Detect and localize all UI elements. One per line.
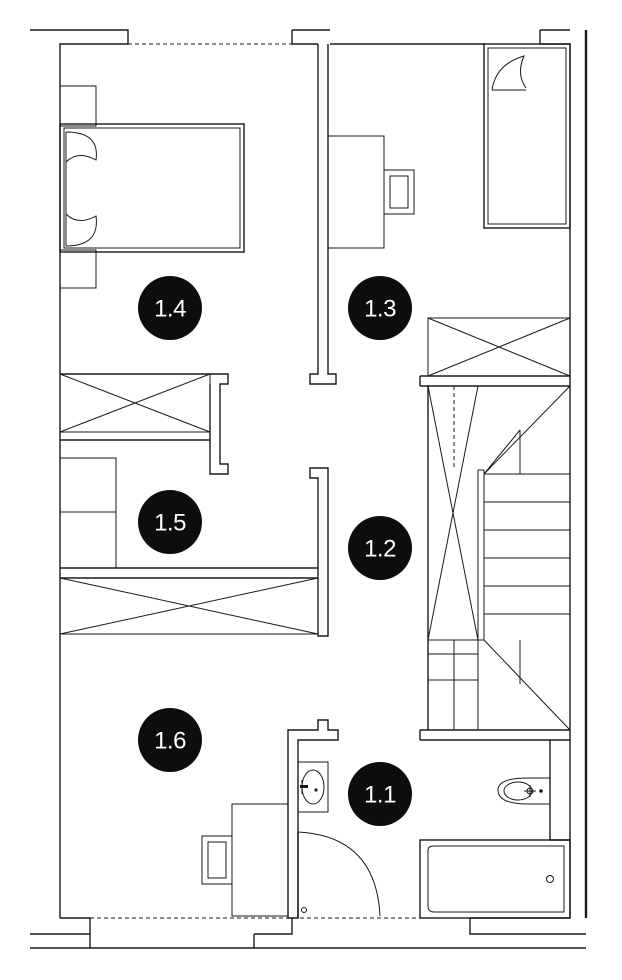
room-label: 1.2 bbox=[364, 536, 396, 563]
room-badge-1-2: 1.2 bbox=[348, 516, 412, 580]
toilet bbox=[497, 777, 551, 805]
wardrobe-1-3 bbox=[427, 317, 571, 377]
room-badge-1-4: 1.4 bbox=[138, 276, 202, 340]
bed-1-4 bbox=[59, 85, 245, 289]
shelves-1-5 bbox=[59, 457, 117, 569]
interior-walls bbox=[60, 44, 570, 919]
bathtub bbox=[419, 839, 571, 919]
desk-1-3 bbox=[327, 135, 415, 249]
room-badge-1-5: 1.5 bbox=[138, 490, 202, 554]
room-label: 1.5 bbox=[154, 510, 186, 537]
door-swing bbox=[297, 831, 381, 918]
room-label: 1.4 bbox=[154, 296, 186, 323]
sink bbox=[297, 761, 329, 813]
room-label: 1.6 bbox=[154, 728, 186, 755]
room-badge-1-6: 1.6 bbox=[138, 708, 202, 772]
room-badge-1-1: 1.1 bbox=[348, 762, 412, 826]
desk-1-6 bbox=[201, 803, 289, 917]
staircase bbox=[427, 385, 571, 731]
room-label: 1.1 bbox=[364, 782, 396, 809]
room-label: 1.3 bbox=[364, 296, 396, 323]
wardrobe-1-6 bbox=[59, 577, 319, 635]
room-badge-1-3: 1.3 bbox=[348, 276, 412, 340]
wardrobe-1-4 bbox=[59, 373, 211, 433]
outer-walls bbox=[30, 29, 588, 949]
bed-1-3 bbox=[483, 43, 571, 229]
